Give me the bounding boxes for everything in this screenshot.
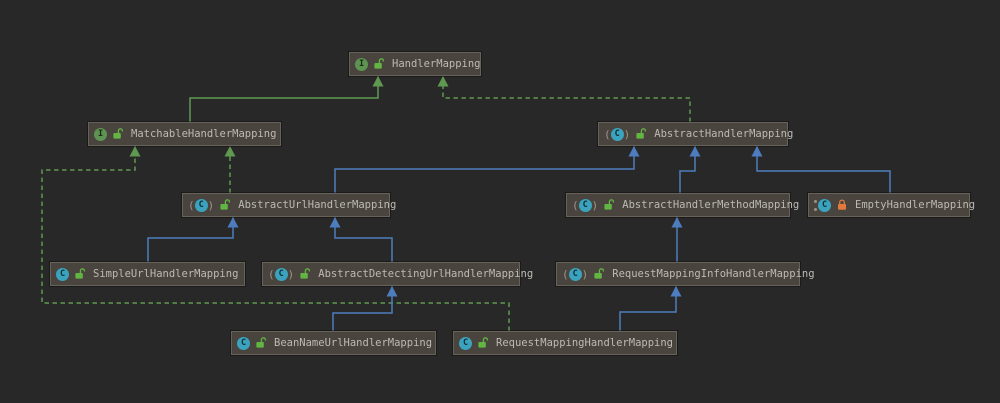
package-private-closed-lock-icon: [838, 199, 846, 210]
arrowhead-icon: [689, 146, 701, 157]
arrowhead-icon: [386, 286, 398, 297]
edge-extends-abstract-detecting-url-handler-mapping-to-abstract-url-handler-mapping: [334, 217, 393, 262]
interface-icon: I: [355, 57, 368, 71]
class-name-label: AbstractUrlHandlerMapping: [238, 199, 397, 211]
edge-extends-empty-handler-mapping-to-abstract-handler-mapping: [756, 146, 891, 193]
edge-extends-interface-matchable-handler-mapping-to-handler-mapping: [189, 76, 379, 122]
abstract-class-icon: (C): [604, 127, 631, 141]
class-name-label: HandlerMapping: [392, 58, 481, 70]
class-node-simple-url-handler-mapping[interactable]: C SimpleUrlHandlerMapping: [50, 262, 245, 286]
class-name-label: SimpleUrlHandlerMapping: [93, 268, 239, 280]
arrowhead-icon: [437, 76, 449, 87]
arrowhead-icon: [628, 146, 640, 157]
abstract-class-icon: (C): [572, 198, 599, 212]
edge-extends-simple-url-handler-mapping-to-abstract-url-handler-mapping: [147, 217, 234, 262]
public-open-lock-icon: [220, 199, 231, 210]
class-icon: C: [237, 336, 250, 350]
edge-implements-request-mapping-handler-mapping-to-matchable-handler-mapping: [41, 146, 510, 331]
static-class-icon: C: [814, 198, 831, 212]
public-open-lock-icon: [256, 337, 267, 348]
class-name-label: RequestMappingHandlerMapping: [496, 337, 674, 349]
class-name-label: AbstractHandlerMapping: [654, 128, 794, 140]
class-icon: C: [459, 336, 472, 350]
class-node-abstract-handler-mapping[interactable]: (C) AbstractHandlerMapping: [598, 122, 793, 146]
interface-icon: I: [94, 127, 107, 141]
public-open-lock-icon: [113, 128, 124, 139]
class-name-label: MatchableHandlerMapping: [131, 128, 277, 140]
class-node-request-mapping-handler-mapping[interactable]: C RequestMappingHandlerMapping: [453, 331, 677, 355]
abstract-class-icon: (C): [188, 198, 215, 212]
class-node-abstract-url-handler-mapping[interactable]: (C) AbstractUrlHandlerMapping: [182, 193, 396, 217]
class-node-abstract-handler-method-mapping[interactable]: (C) AbstractHandlerMethodMapping: [566, 193, 799, 217]
arrowhead-icon: [227, 217, 239, 228]
arrowhead-icon: [670, 286, 682, 297]
class-node-request-mapping-info-handler-mapping[interactable]: (C) RequestMappingInfoHandlerMapping: [556, 262, 815, 286]
class-name-label: BeanNameUrlHandlerMapping: [274, 337, 433, 349]
class-node-bean-name-url-handler-mapping[interactable]: C BeanNameUrlHandlerMapping: [231, 331, 436, 355]
edge-implements-abstract-handler-mapping-to-handler-mapping: [442, 76, 691, 122]
public-open-lock-icon: [75, 268, 86, 279]
class-name-label: EmptyHandlerMapping: [855, 199, 976, 211]
edge-extends-abstract-url-handler-mapping-to-abstract-handler-mapping: [334, 146, 635, 193]
arrowhead-icon: [751, 146, 763, 157]
class-name-label: AbstractDetectingUrlHandlerMapping: [318, 268, 534, 280]
arrowhead-icon: [671, 217, 683, 228]
public-open-lock-icon: [594, 268, 605, 279]
abstract-class-icon: (C): [562, 267, 589, 281]
public-open-lock-icon: [374, 58, 385, 69]
edge-extends-abstract-handler-method-mapping-to-abstract-handler-mapping: [679, 146, 696, 193]
edge-extends-bean-name-url-handler-mapping-to-abstract-detecting-url-handler-mapping: [332, 286, 393, 331]
public-open-lock-icon: [604, 199, 615, 210]
class-node-handler-mapping[interactable]: I HandlerMapping: [349, 52, 481, 76]
class-node-matchable-handler-mapping[interactable]: I MatchableHandlerMapping: [88, 122, 281, 146]
arrowhead-icon: [129, 146, 141, 157]
edge-extends-request-mapping-handler-mapping-to-request-mapping-info-handler-mapping: [619, 286, 677, 331]
class-node-empty-handler-mapping[interactable]: C EmptyHandlerMapping: [808, 193, 975, 217]
arrowhead-icon: [224, 146, 236, 157]
class-icon: C: [56, 267, 69, 281]
class-node-abstract-detecting-url-handler-mapping[interactable]: (C) AbstractDetectingUrlHandlerMapping: [262, 262, 533, 286]
public-open-lock-icon: [478, 337, 489, 348]
public-open-lock-icon: [300, 268, 311, 279]
arrowhead-icon: [329, 217, 341, 228]
class-name-label: AbstractHandlerMethodMapping: [622, 199, 800, 211]
arrowhead-icon: [372, 76, 384, 87]
public-open-lock-icon: [636, 128, 647, 139]
abstract-class-icon: (C): [268, 267, 295, 281]
class-name-label: RequestMappingInfoHandlerMapping: [612, 268, 815, 280]
